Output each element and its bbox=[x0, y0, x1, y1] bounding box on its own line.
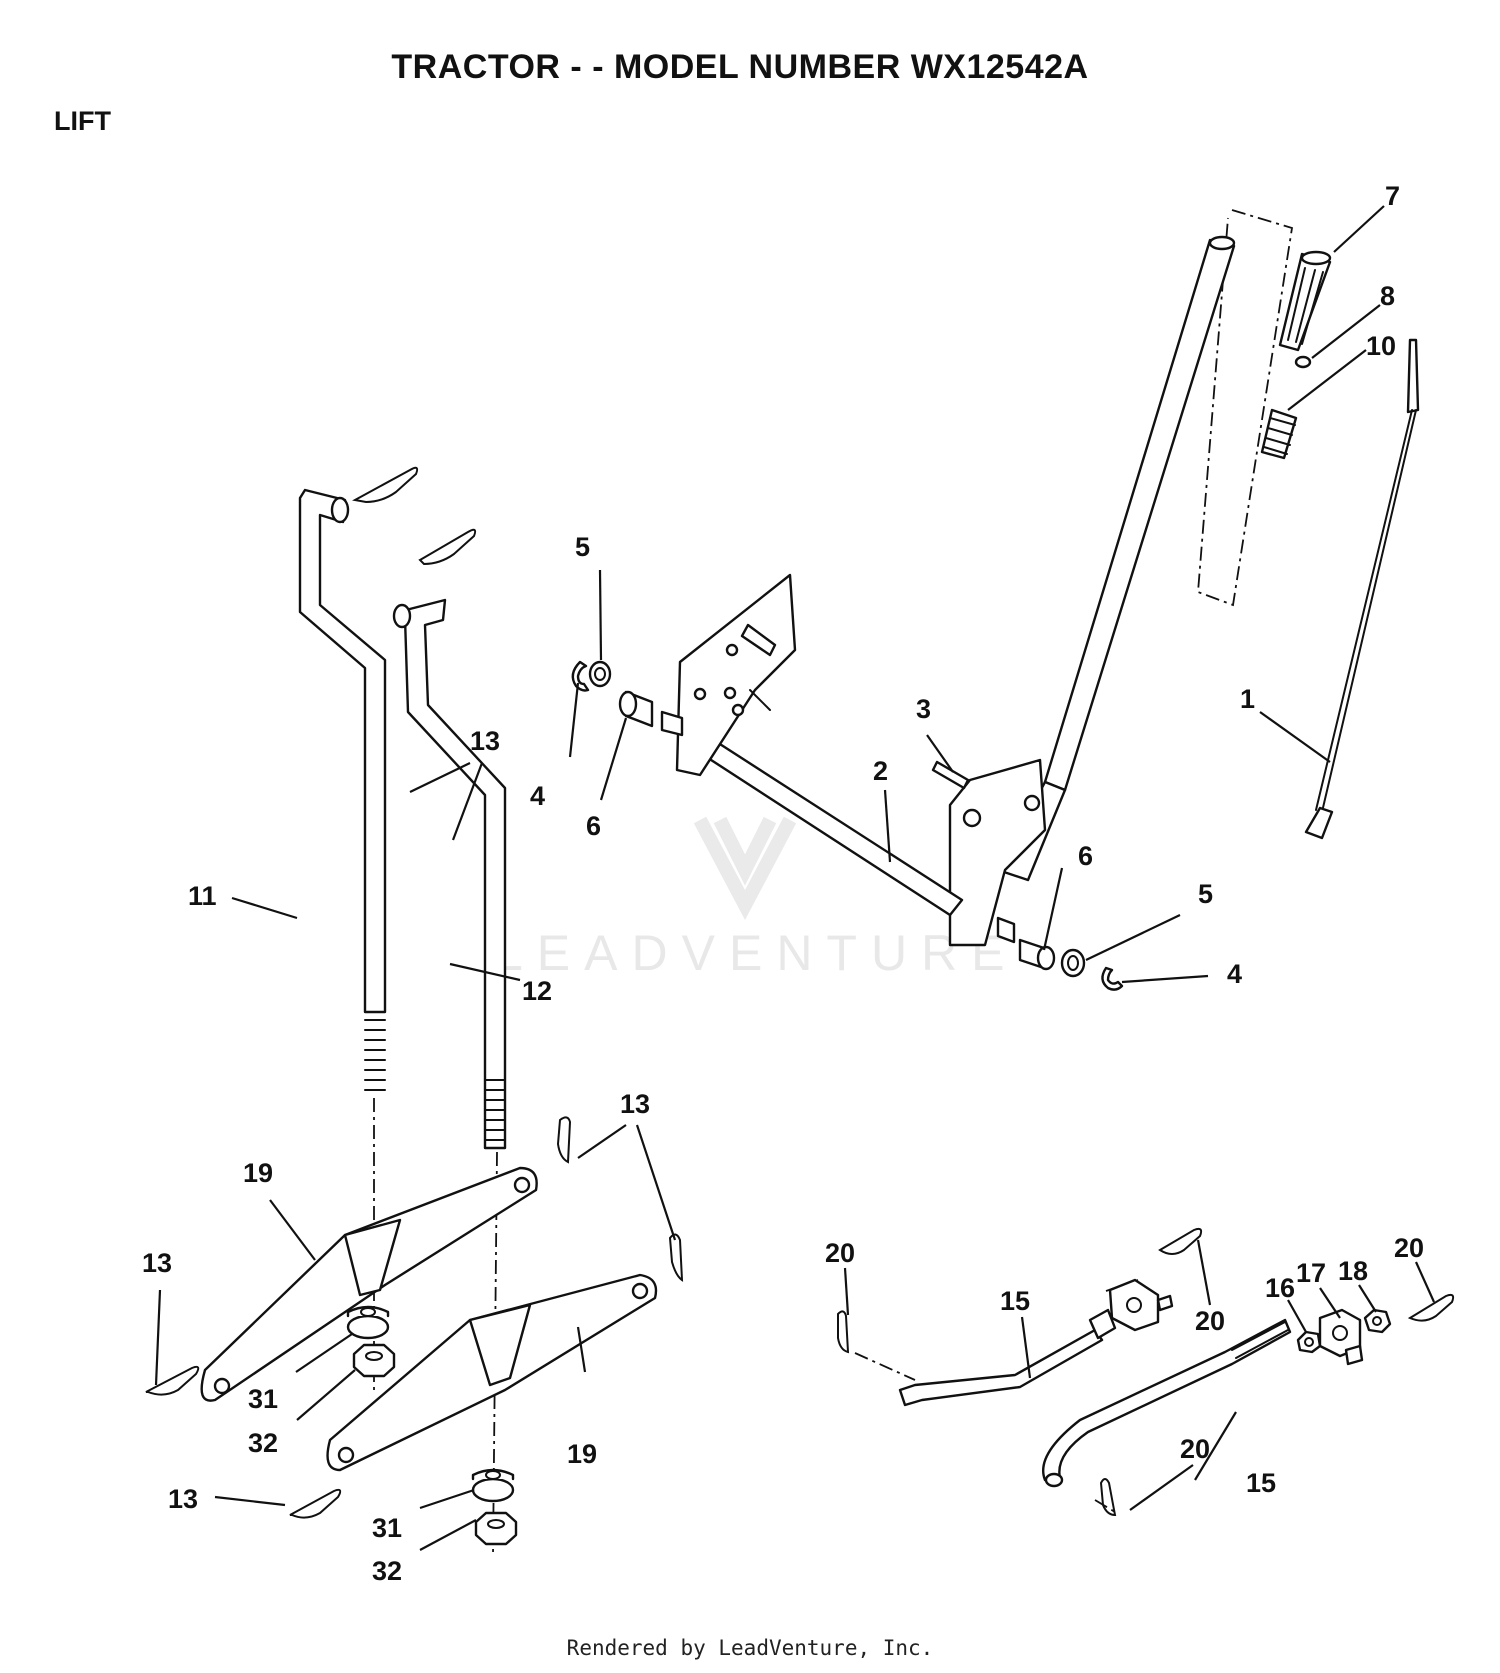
callout-20-upper: 20 bbox=[1195, 1306, 1225, 1336]
part-18-nut[interactable] bbox=[1363, 1308, 1392, 1334]
part-31-bushing-lower[interactable] bbox=[471, 1468, 515, 1503]
callout-6-right: 6 bbox=[1078, 841, 1093, 871]
part-15-adjust-link-lower[interactable] bbox=[1042, 1318, 1292, 1488]
part-11-lift-link-rod[interactable] bbox=[298, 488, 387, 1091]
part-20-hairpin-clip-bottom[interactable] bbox=[1099, 1478, 1117, 1517]
part-6-bushing-left[interactable] bbox=[618, 690, 684, 737]
callout-6-left: 6 bbox=[586, 811, 601, 841]
part-1-lift-rod[interactable] bbox=[1304, 338, 1420, 840]
link-guide-bottom bbox=[1094, 1499, 1116, 1513]
part-13-hairpin-clip-mid-1[interactable] bbox=[556, 1116, 572, 1164]
callout-8: 8 bbox=[1380, 281, 1395, 311]
callout-17: 17 bbox=[1296, 1258, 1326, 1288]
part-16-washer[interactable] bbox=[1296, 1330, 1322, 1354]
callout-1: 1 bbox=[1240, 684, 1255, 714]
callout-13-left: 13 bbox=[142, 1248, 172, 1278]
callout-19-lower: 19 bbox=[567, 1439, 597, 1469]
watermark-logo bbox=[693, 816, 797, 920]
mounting-plate[interactable] bbox=[675, 573, 797, 777]
callout-15-upper: 15 bbox=[1000, 1286, 1030, 1316]
callout-32-upper: 32 bbox=[248, 1428, 278, 1458]
part-20-hairpin-clip-right[interactable] bbox=[1407, 1293, 1455, 1322]
part-12-lift-link-rod[interactable] bbox=[392, 598, 507, 1150]
callout-32-lower: 32 bbox=[372, 1556, 402, 1586]
part-19-lift-arm-lower[interactable] bbox=[326, 1273, 658, 1472]
trunnion-upper[interactable] bbox=[1108, 1278, 1174, 1332]
part-13-hairpin-clip-bottom[interactable] bbox=[289, 1488, 342, 1519]
footer-credit: Rendered by LeadVenture, Inc. bbox=[566, 1636, 934, 1660]
callout-31-lower: 31 bbox=[372, 1513, 402, 1543]
part-10-spring[interactable] bbox=[1260, 408, 1298, 460]
callout-20-bottom: 20 bbox=[1180, 1434, 1210, 1464]
part-20-hairpin-clip-left[interactable] bbox=[837, 1310, 850, 1354]
callout-16: 16 bbox=[1265, 1273, 1295, 1303]
part-4-retaining-ring-left[interactable] bbox=[571, 660, 590, 692]
callout-20-left: 20 bbox=[825, 1238, 855, 1268]
part-5-washer-right[interactable] bbox=[1060, 948, 1086, 978]
callout-18: 18 bbox=[1338, 1256, 1368, 1286]
callout-5-left: 5 bbox=[575, 532, 590, 562]
lever-bracket bbox=[948, 758, 1047, 947]
callout-5-right: 5 bbox=[1198, 879, 1213, 909]
callout-13-bottom: 13 bbox=[168, 1484, 198, 1514]
leader-lines bbox=[154, 205, 1436, 1551]
part-13-hairpin-clip-top-2[interactable] bbox=[418, 528, 477, 566]
callout-4-right: 4 bbox=[1227, 959, 1242, 989]
part-32-nut-upper[interactable] bbox=[352, 1343, 396, 1378]
callout-11: 11 bbox=[188, 881, 217, 911]
link-guide-left bbox=[854, 1352, 916, 1381]
part-13-hairpin-clip-lower-left[interactable] bbox=[145, 1365, 200, 1396]
part-13-hairpin-clip-mid-2[interactable] bbox=[668, 1233, 684, 1282]
watermark-text: LEADVENTURE bbox=[495, 925, 1019, 981]
part-13-hairpin-clip-top-1[interactable] bbox=[352, 466, 419, 504]
part-32-nut-lower[interactable] bbox=[474, 1511, 518, 1546]
callout-31-upper: 31 bbox=[248, 1384, 278, 1414]
part-3-pin[interactable] bbox=[931, 760, 970, 790]
callout-15-lower: 15 bbox=[1246, 1468, 1276, 1498]
part-15-adjust-link-upper[interactable] bbox=[898, 1308, 1117, 1407]
callout-20-right: 20 bbox=[1394, 1233, 1424, 1263]
callout-13-mid: 13 bbox=[620, 1089, 650, 1119]
part-7-grip[interactable] bbox=[1278, 250, 1332, 352]
part-20-hairpin-clip-upper[interactable] bbox=[1158, 1227, 1203, 1255]
section-label: LIFT bbox=[54, 106, 111, 136]
grip-guide-box bbox=[1197, 209, 1294, 607]
callout-19-upper: 19 bbox=[243, 1158, 273, 1188]
part-5-washer-left[interactable] bbox=[588, 660, 612, 688]
callout-numbers: 7 8 10 1 5 4 6 3 2 6 5 4 13 11 12 13 19 … bbox=[142, 181, 1424, 1586]
callout-10: 10 bbox=[1366, 331, 1396, 361]
callout-4-left: 4 bbox=[530, 781, 545, 811]
callout-3: 3 bbox=[916, 694, 931, 724]
part-6-bushing-right[interactable] bbox=[996, 916, 1056, 971]
callout-12: 12 bbox=[522, 976, 552, 1006]
part-17-trunnion[interactable] bbox=[1318, 1308, 1364, 1366]
watermark: LEADVENTURE bbox=[495, 816, 1019, 981]
rod-11-threads bbox=[364, 1019, 386, 1091]
lift-lever-handle[interactable] bbox=[948, 235, 1236, 947]
page-title: TRACTOR - - MODEL NUMBER WX12542A bbox=[391, 48, 1089, 86]
part-8-button[interactable] bbox=[1294, 355, 1312, 369]
part-31-bushing-upper[interactable] bbox=[346, 1305, 390, 1340]
callout-7: 7 bbox=[1385, 181, 1400, 211]
part-19-lift-arm-upper[interactable] bbox=[200, 1166, 538, 1402]
callout-13-top: 13 bbox=[470, 726, 500, 756]
part-4-retaining-ring-right[interactable] bbox=[1101, 966, 1124, 991]
callout-2: 2 bbox=[873, 756, 888, 786]
rod-12-threads bbox=[484, 1079, 506, 1141]
